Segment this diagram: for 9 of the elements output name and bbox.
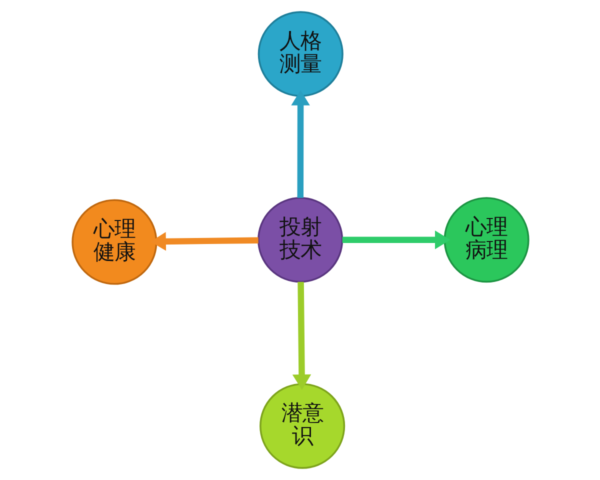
node-circle: 心理健康 xyxy=(71,199,157,285)
node-circle: 潜意识 xyxy=(259,383,345,469)
node-circle: 心理病理 xyxy=(443,197,529,283)
node-circle: 投射技术 xyxy=(257,197,343,283)
arrow xyxy=(290,90,310,198)
arrow xyxy=(150,232,258,251)
arrow xyxy=(292,282,311,390)
node-circle: 人格测量 xyxy=(257,11,343,97)
arrow xyxy=(342,230,450,250)
